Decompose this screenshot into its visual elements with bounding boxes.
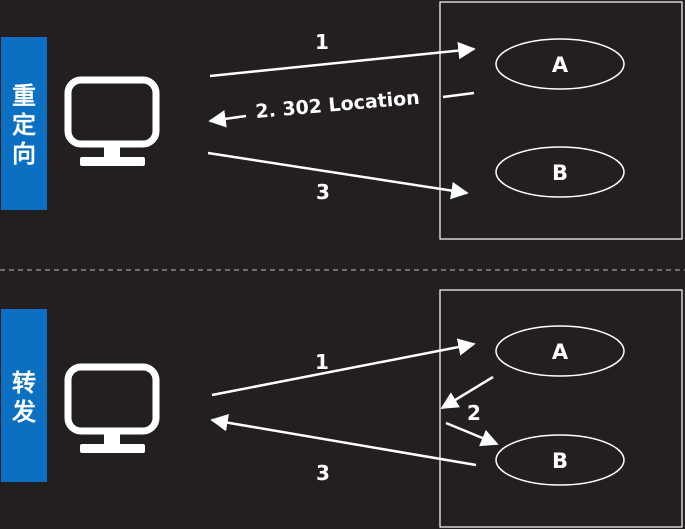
redirect-arrow-2 — [208, 110, 247, 128]
monitor-icon — [64, 76, 160, 166]
redirect-arrow-1-label: 1 — [315, 30, 329, 54]
redirect-server-b — [495, 146, 625, 198]
forward-arrow-1 — [211, 338, 476, 397]
forward-arrow-3 — [210, 414, 477, 467]
forward-arrow-2-up — [445, 421, 499, 447]
forward-side-label-bar — [1, 309, 47, 482]
forward-arrow-2-label: 2 — [467, 401, 481, 425]
forward-server-a — [495, 325, 625, 377]
redirect-arrow-2-tail — [442, 91, 475, 99]
redirect-side-char-3: 向 — [12, 140, 36, 168]
forward-server-b — [495, 434, 625, 486]
redirect-server-box — [439, 1, 683, 240]
redirect-side-char-2: 定 — [12, 111, 36, 139]
forward-arrow-2-down — [440, 375, 494, 410]
forward-side-char-1: 转 — [12, 369, 36, 397]
redirect-panel: 重 定 向 A B 1 2. 302 Location 3 — [1, 1, 683, 240]
redirect-arrow-2-label: 2. 302 Location — [255, 87, 421, 123]
redirect-arrow-1 — [209, 41, 476, 78]
forward-server-a-label: A — [552, 340, 569, 364]
redirect-arrow-3-label: 3 — [316, 180, 330, 204]
redirect-arrow-3 — [207, 151, 469, 200]
redirect-side-char-1: 重 — [12, 82, 36, 110]
redirect-server-b-label: B — [552, 161, 568, 185]
redirect-server-a — [495, 38, 625, 90]
forward-arrow-3-label: 3 — [316, 461, 330, 485]
redirect-side-label-bar — [1, 37, 47, 210]
forward-side-char-2: 发 — [11, 398, 36, 426]
monitor-icon — [64, 363, 160, 453]
forward-server-box — [439, 289, 683, 528]
forward-arrow-1-label: 1 — [315, 350, 329, 374]
forward-server-b-label: B — [552, 449, 568, 473]
redirect-server-a-label: A — [552, 53, 569, 77]
forward-panel: 转 发 A B 1 2 3 — [1, 289, 683, 528]
